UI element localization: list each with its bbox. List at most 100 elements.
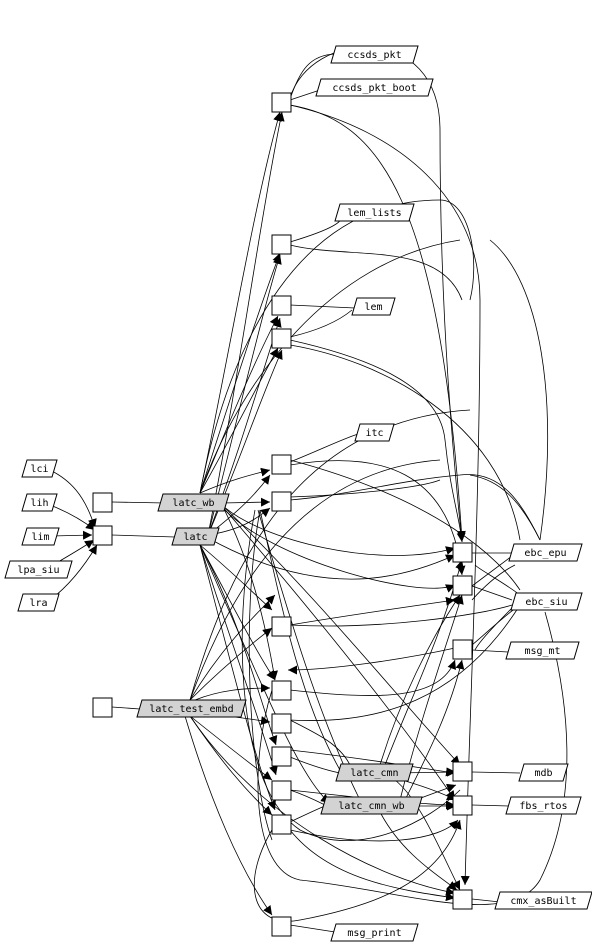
edge bbox=[289, 309, 353, 338]
edge bbox=[221, 504, 461, 766]
edge bbox=[471, 804, 511, 807]
node-latc-wb[interactable]: latc_wb bbox=[157, 493, 230, 512]
node-square[interactable] bbox=[452, 575, 473, 596]
node-ccsds-pkt-boot[interactable]: ccsds_pkt_boot bbox=[315, 78, 434, 97]
node-label: ccsds_pkt_boot bbox=[332, 83, 416, 94]
node-label: msg_mt bbox=[524, 646, 560, 657]
edge bbox=[111, 534, 176, 538]
node-lih[interactable]: lih bbox=[21, 493, 58, 512]
edge bbox=[289, 819, 459, 842]
edge bbox=[49, 469, 97, 529]
edge bbox=[471, 564, 516, 601]
node-square[interactable] bbox=[271, 92, 292, 113]
edge bbox=[199, 544, 273, 611]
edge bbox=[49, 504, 96, 531]
node-shape bbox=[505, 641, 580, 660]
node-latc[interactable]: latc bbox=[171, 527, 220, 546]
node-square[interactable] bbox=[92, 525, 113, 546]
node-square[interactable] bbox=[271, 916, 292, 937]
node-label: msg_print bbox=[347, 928, 401, 939]
edge bbox=[248, 509, 273, 841]
node-square[interactable] bbox=[92, 697, 113, 718]
node-shape bbox=[21, 527, 60, 546]
edge bbox=[289, 924, 336, 933]
edge bbox=[471, 585, 513, 601]
node-square[interactable] bbox=[271, 680, 292, 701]
node-shape bbox=[21, 459, 58, 478]
node-shape bbox=[335, 763, 414, 782]
node-msg-mt[interactable]: msg_mt bbox=[505, 641, 580, 660]
node-msg-print[interactable]: msg_print bbox=[330, 923, 419, 942]
edge bbox=[289, 104, 481, 886]
node-latc-test-embd[interactable]: latc_test_embd bbox=[136, 699, 247, 718]
node-square[interactable] bbox=[452, 542, 473, 563]
node-shape bbox=[508, 543, 583, 562]
node-label: cmx_asBuilt bbox=[510, 896, 576, 907]
node-shape bbox=[320, 796, 423, 815]
edge bbox=[221, 504, 278, 681]
node-square[interactable] bbox=[452, 889, 473, 910]
edge bbox=[259, 509, 341, 771]
edge bbox=[384, 559, 464, 766]
edge bbox=[289, 479, 441, 498]
node-label: lra bbox=[29, 598, 47, 609]
edge bbox=[189, 715, 456, 896]
node-shape bbox=[330, 45, 419, 64]
node-lim[interactable]: lim bbox=[21, 527, 60, 546]
edge bbox=[289, 104, 466, 541]
edge bbox=[189, 459, 441, 701]
node-square[interactable] bbox=[271, 616, 292, 637]
node-fbs-rtos[interactable]: fbs_rtos bbox=[505, 796, 582, 815]
edge bbox=[289, 212, 342, 243]
edge bbox=[207, 111, 285, 536]
edge bbox=[289, 89, 321, 101]
node-lem-lists[interactable]: lem_lists bbox=[334, 203, 415, 222]
node-itc[interactable]: itc bbox=[354, 423, 395, 442]
edge bbox=[184, 715, 273, 916]
edge bbox=[474, 564, 521, 596]
node-square[interactable] bbox=[271, 713, 292, 734]
node-square[interactable] bbox=[271, 780, 292, 801]
node-square[interactable] bbox=[271, 746, 292, 767]
edges bbox=[49, 46, 568, 933]
node-square[interactable] bbox=[271, 814, 292, 835]
node-label: mdb bbox=[534, 768, 552, 779]
edge bbox=[199, 544, 278, 776]
node-square[interactable] bbox=[452, 761, 473, 782]
node-cmx-asBuilt[interactable]: cmx_asBuilt bbox=[494, 891, 592, 910]
node-square[interactable] bbox=[271, 295, 292, 316]
edge bbox=[289, 433, 359, 463]
node-latc-cmn-wb[interactable]: latc_cmn_wb bbox=[320, 796, 423, 815]
node-label: latc_wb bbox=[172, 498, 214, 509]
node-latc-cmn[interactable]: latc_cmn bbox=[335, 763, 414, 782]
edge bbox=[111, 706, 141, 710]
node-ebc-epu[interactable]: ebc_epu bbox=[508, 543, 583, 562]
edge bbox=[289, 53, 336, 100]
node-lra[interactable]: lra bbox=[17, 593, 60, 612]
node-square[interactable] bbox=[271, 328, 292, 349]
edge bbox=[289, 756, 341, 774]
node-label: latc_cmn bbox=[350, 768, 398, 779]
node-ebc-siu[interactable]: ebc_siu bbox=[510, 592, 583, 611]
node-square[interactable] bbox=[271, 454, 292, 475]
node-shape bbox=[334, 203, 415, 222]
node-square[interactable] bbox=[452, 795, 473, 816]
node-shape bbox=[157, 493, 230, 512]
node-mdb[interactable]: mdb bbox=[518, 763, 569, 782]
node-lci[interactable]: lci bbox=[21, 459, 58, 478]
edge bbox=[199, 315, 279, 494]
node-label: lem bbox=[364, 302, 382, 313]
node-ccsds-pkt[interactable]: ccsds_pkt bbox=[330, 45, 419, 64]
edge bbox=[289, 459, 521, 591]
node-square[interactable] bbox=[271, 234, 292, 255]
node-lem[interactable]: lem bbox=[351, 297, 396, 316]
edge bbox=[199, 544, 278, 746]
edge bbox=[489, 239, 549, 541]
node-square[interactable] bbox=[452, 639, 473, 660]
node-square[interactable] bbox=[92, 492, 113, 513]
edge bbox=[189, 409, 471, 701]
edge bbox=[199, 544, 276, 681]
node-label: ccsds_pkt bbox=[347, 50, 401, 61]
node-lpa-siu[interactable]: lpa_siu bbox=[4, 560, 73, 579]
node-square[interactable] bbox=[271, 491, 292, 512]
